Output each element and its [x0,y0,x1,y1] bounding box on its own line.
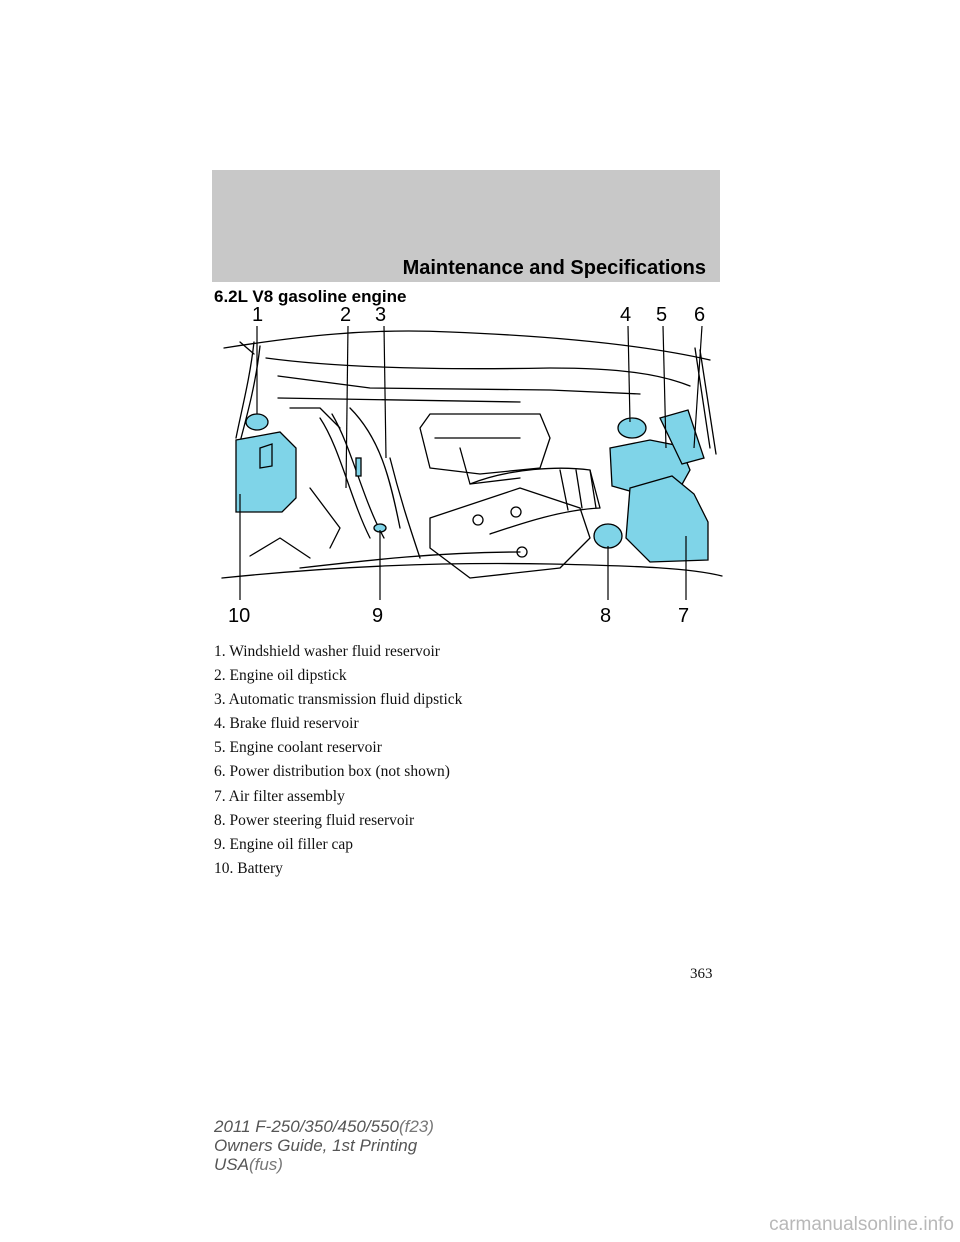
power-distribution-box [659,409,705,465]
callout-1: 1 [252,304,263,326]
callout-7: 7 [678,605,689,627]
battery [235,431,297,513]
print-footer: 2011 F-250/350/450/550(f23) Owners Guide… [214,1117,434,1174]
callout-8: 8 [600,605,611,627]
watermark: carmanualsonline.info [769,1214,954,1235]
brake-fluid-reservoir [617,417,647,439]
legend-item: 6. Power distribution box (not shown) [214,763,450,781]
callout-10: 10 [228,605,250,627]
legend-item: 10. Battery [214,859,283,877]
legend-item: 5. Engine coolant reservoir [214,739,382,757]
air-filter-assembly [625,475,709,563]
footer-market-code: (fus) [248,1155,283,1174]
legend-item: 8. Power steering fluid reservoir [214,811,415,829]
callout-5: 5 [656,304,667,326]
section-header-title: Maintenance and Specifications [402,257,706,279]
footer-line-model: 2011 F-250/350/450/550(f23) [214,1117,434,1136]
callout-2: 2 [340,304,351,326]
footer-line-market: USA(fus) [214,1155,434,1174]
section-header-bar: Maintenance and Specifications [212,170,720,282]
callout-3: 3 [375,304,386,326]
legend-item: 2. Engine oil dipstick [214,667,347,685]
footer-market: USA [214,1155,249,1174]
engine-compartment-diagram: 1 2 3 4 5 6 10 9 8 7 [221,304,723,627]
page-number: 363 [690,966,713,982]
washer-reservoir-cap [245,413,269,431]
legend-item: 9. Engine oil filler cap [214,835,354,853]
legend-item: 3. Automatic transmission fluid dipstick [214,691,463,709]
callout-9: 9 [372,605,383,627]
component-legend: 1. Windshield washer fluid reservoir 2. … [214,640,462,881]
legend-item: 4. Brake fluid reservoir [214,715,359,733]
leader-lines [239,325,703,600]
footer-model-code: (f23) [398,1117,434,1136]
engine-diagram-title: 6.2L V8 gasoline engine [214,287,407,306]
callout-6: 6 [694,304,705,326]
legend-item: 1. Windshield washer fluid reservoir [214,643,440,660]
footer-line-printing: Owners Guide, 1st Printing [214,1136,418,1155]
power-steering-reservoir [593,523,623,549]
legend-item: 7. Air filter assembly [214,787,345,805]
transmission-dipstick [355,457,362,477]
highlighted-components [235,409,709,563]
footer-model: 2011 F-250/350/450/550 [214,1117,399,1136]
callout-4: 4 [620,304,631,326]
